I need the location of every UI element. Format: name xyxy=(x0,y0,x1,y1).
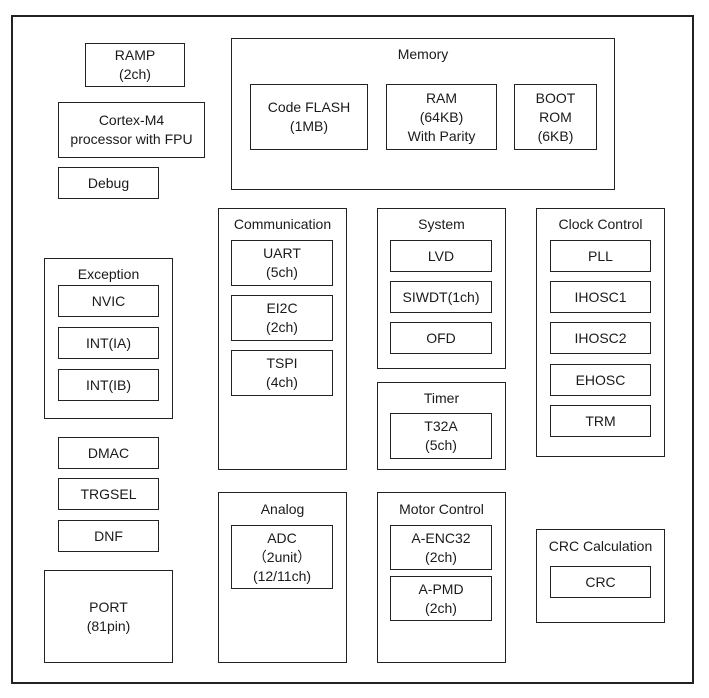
exception-title: Exception xyxy=(77,266,140,282)
int-ia-block: INT(IA) xyxy=(58,327,159,359)
crc-block: CRC xyxy=(550,566,651,598)
ehosc-block: EHOSC xyxy=(550,364,651,396)
port-block: PORT (81pin) xyxy=(44,570,173,663)
boot-rom-block: BOOT ROM (6KB) xyxy=(514,84,597,150)
debug-block: Debug xyxy=(58,167,159,199)
analog-title: Analog xyxy=(260,501,305,517)
t32a-block: T32A (5ch) xyxy=(390,413,492,459)
tspi-block: TSPI (4ch) xyxy=(231,350,333,396)
ei2c-block: EI2C (2ch) xyxy=(231,295,333,341)
trgsel-block: TRGSEL xyxy=(58,478,159,510)
ihosc2-block: IHOSC2 xyxy=(550,322,651,354)
siwdt-block: SIWDT(1ch) xyxy=(390,281,492,313)
communication-title: Communication xyxy=(233,216,332,232)
trm-block: TRM xyxy=(550,405,651,437)
memory-title: Memory xyxy=(397,46,449,62)
a-enc32-block: A-ENC32 (2ch) xyxy=(390,525,492,570)
system-title: System xyxy=(418,216,465,232)
ihosc1-block: IHOSC1 xyxy=(550,281,651,313)
dnf-block: DNF xyxy=(58,520,159,552)
lvd-block: LVD xyxy=(390,240,492,272)
motor-control-title: Motor Control xyxy=(399,501,484,517)
adc-block: ADC （2unit） (12/11ch) xyxy=(231,525,333,589)
dmac-block: DMAC xyxy=(58,437,159,469)
a-pmd-block: A-PMD (2ch) xyxy=(390,576,492,621)
code-flash-block: Code FLASH (1MB) xyxy=(250,84,368,150)
ramp-block: RAMP (2ch) xyxy=(85,43,185,87)
crc-calculation-title: CRC Calculation xyxy=(548,538,653,554)
uart-block: UART (5ch) xyxy=(231,240,333,286)
ofd-block: OFD xyxy=(390,322,492,354)
cortex-m4-block: Cortex-M4 processor with FPU xyxy=(58,102,205,158)
timer-title: Timer xyxy=(423,390,460,406)
int-ib-block: INT(IB) xyxy=(58,369,159,401)
ram-block: RAM (64KB) With Parity xyxy=(386,84,497,150)
nvic-block: NVIC xyxy=(58,285,159,317)
clock-control-title: Clock Control xyxy=(558,216,643,232)
pll-block: PLL xyxy=(550,240,651,272)
